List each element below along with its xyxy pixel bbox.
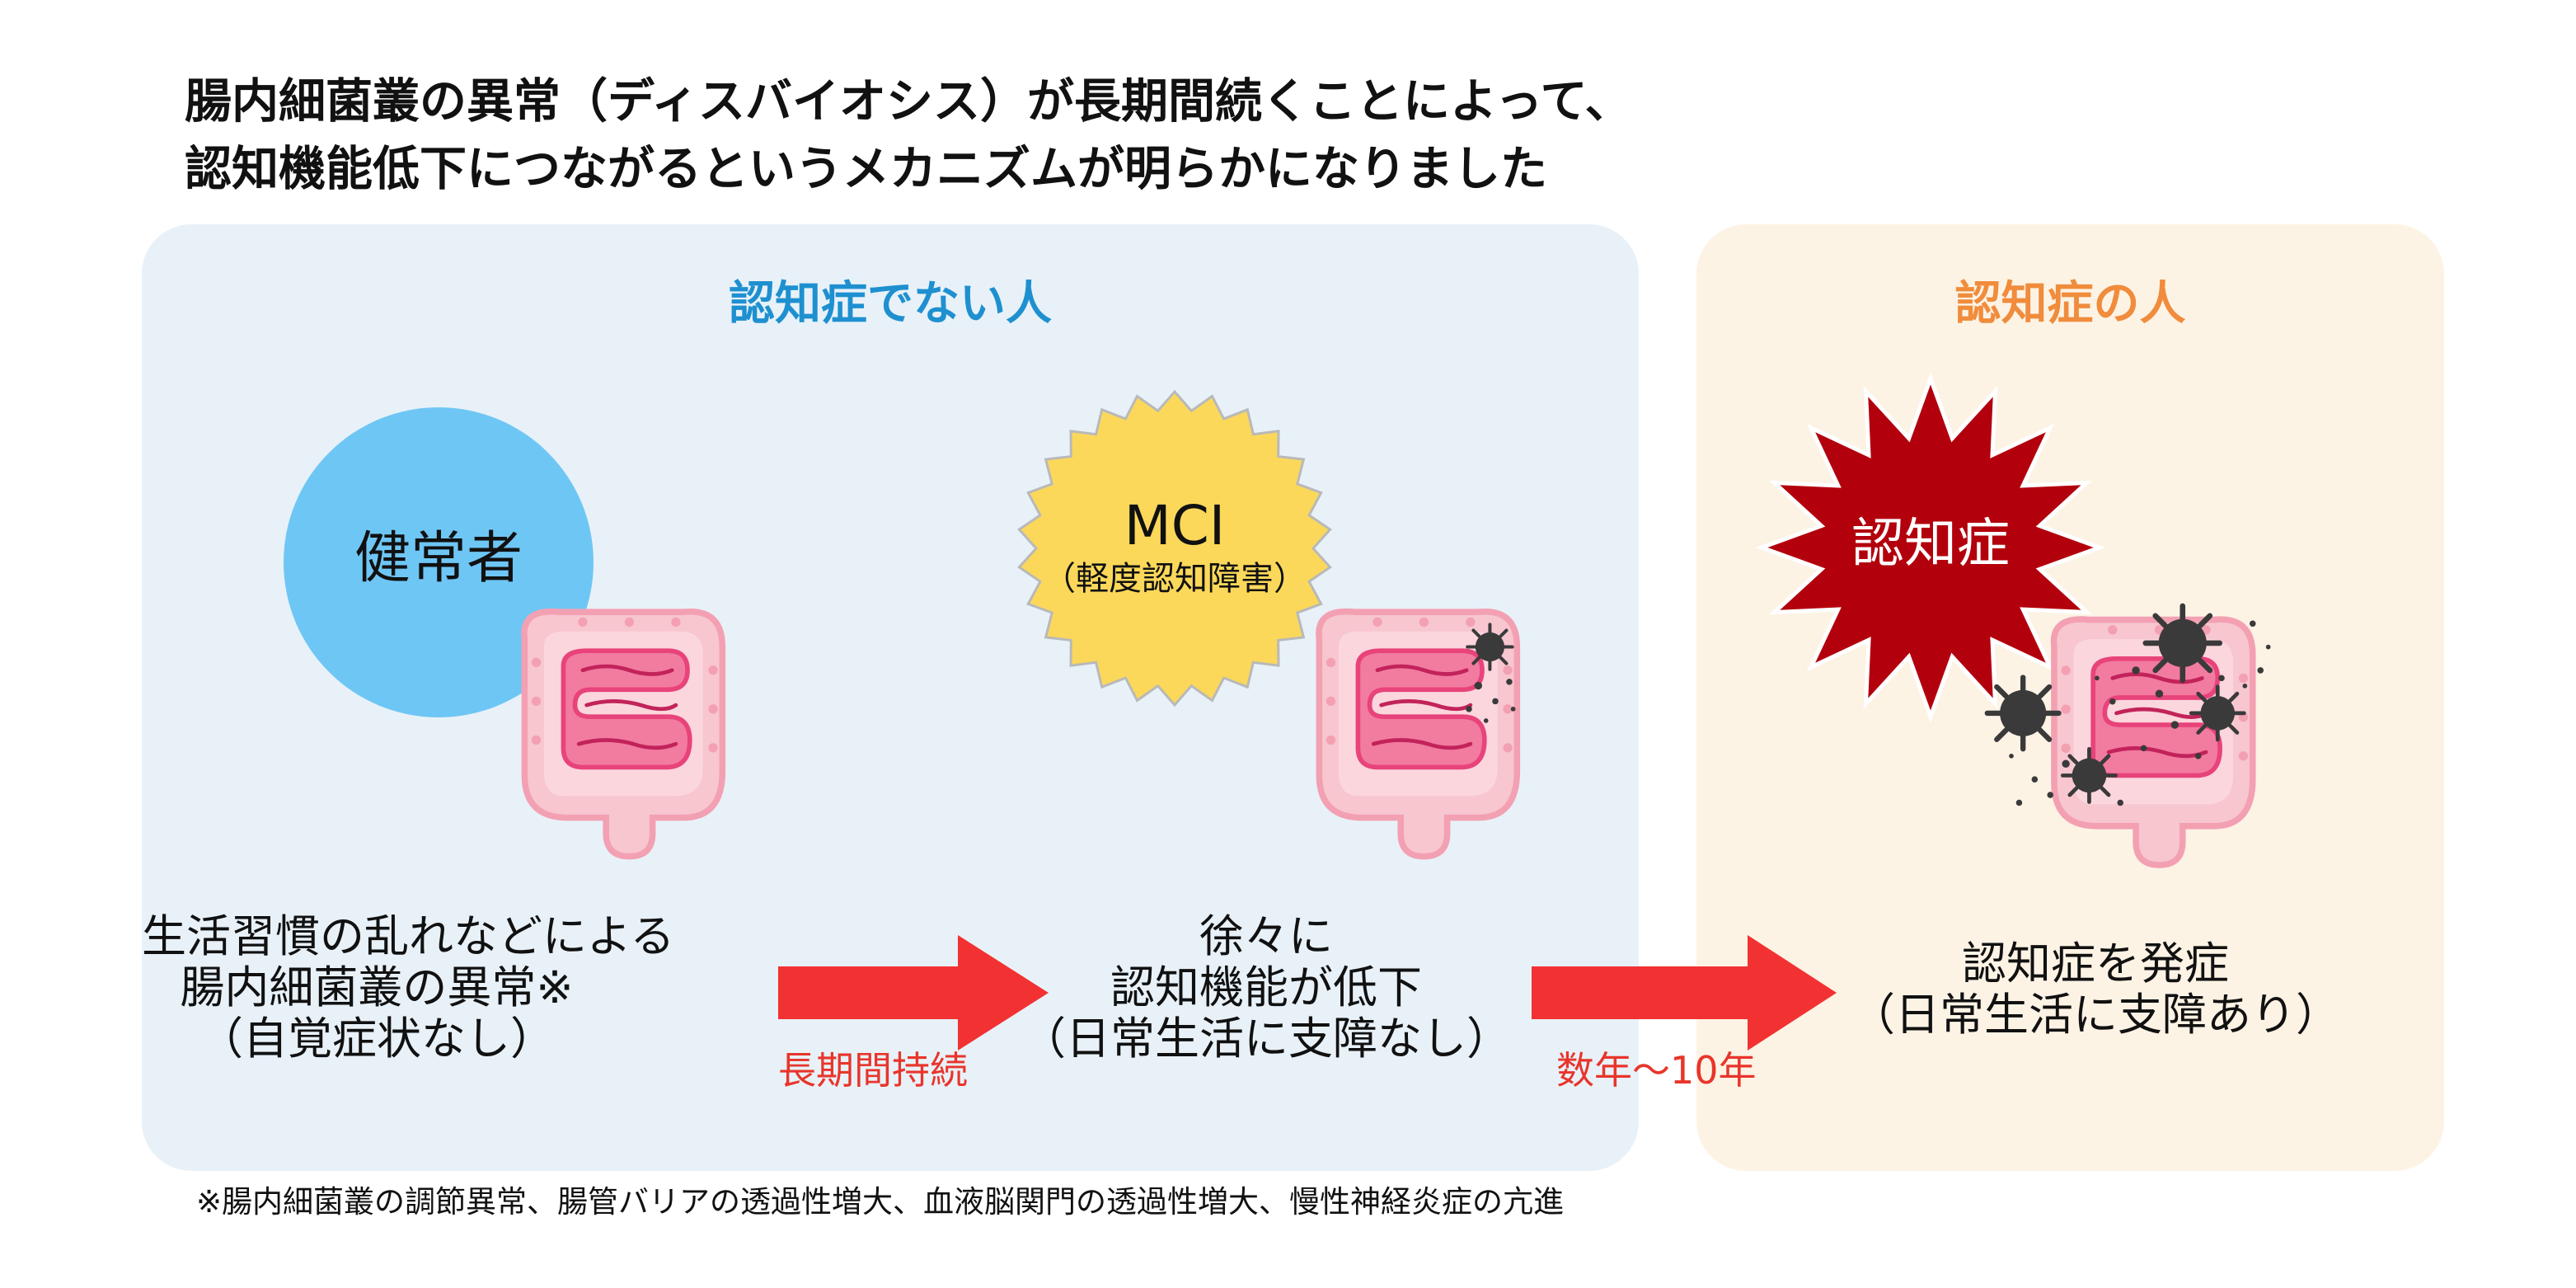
healthy-badge-label: 健常者 [354, 526, 523, 591]
mci-desc-line-1: 徐々に [1199, 910, 1333, 962]
intestine-icon [1284, 590, 1548, 863]
mci-starburst [1017, 389, 1332, 707]
dementia-desc-line-2: （日常生活に支障あり） [1851, 989, 2340, 1041]
healthy-desc-line-1: 生活習慣の乱れなどによる [142, 910, 675, 962]
dementia-description: 認知症を発症 （日常生活に支障あり） [1832, 938, 2359, 1041]
arrow-long-term [778, 935, 1049, 1051]
title-line-2: 認知機能低下につながるというメカニズムが明らかになりました [185, 142, 1547, 196]
mci-desc-line-3: （日常生活に支障なし） [1021, 1013, 1511, 1065]
mci-description: 徐々に 認知機能が低下 （日常生活に支障なし） [1011, 911, 1522, 1065]
bacteria-icon [1467, 624, 1512, 669]
footnote: ※腸内細菌叢の調節異常、腸管バリアの透過性増大、血液脳関門の透過性増大、慢性神経… [196, 1184, 1564, 1220]
mci-badge-sublabel: （軽度認知障害） [1043, 560, 1307, 598]
dementia-badge-label: 認知症 [1851, 514, 2010, 575]
healthy-desc-line-3: （自覚症状なし） [199, 1013, 555, 1065]
dementia-heading: 認知症の人 [1954, 277, 2186, 331]
healthy-description: 生活習慣の乱れなどによる 腸内細菌叢の異常※ （自覚症状なし） [142, 910, 675, 1065]
non-dementia-heading: 認知症でない人 [729, 277, 1052, 331]
title-line-1: 腸内細菌叢の異常（ディスバイオシス）が長期間続くことによって、 [185, 74, 1632, 129]
arrow-years-label: 数年〜10年 [1556, 1048, 1757, 1093]
dementia-desc-line-1: 認知症を発症 [1962, 938, 2229, 990]
arrow-years [1532, 935, 1837, 1051]
dementia-starburst [1755, 372, 2106, 723]
healthy-desc-line-2: 腸内細菌叢の異常※ [180, 961, 574, 1013]
intestine-icon [2011, 590, 2271, 875]
intestine-icon [490, 590, 753, 863]
arrow-long-term-label: 長期間持続 [778, 1048, 968, 1093]
mci-desc-line-2: 認知機能が低下 [1110, 961, 1422, 1013]
mci-badge-label: MCI [1124, 494, 1226, 557]
healthy-circle [284, 407, 594, 717]
page-title: 腸内細菌叢の異常（ディスバイオシス）が長期間続くことによって、 認知機能低下につ… [185, 68, 1632, 203]
